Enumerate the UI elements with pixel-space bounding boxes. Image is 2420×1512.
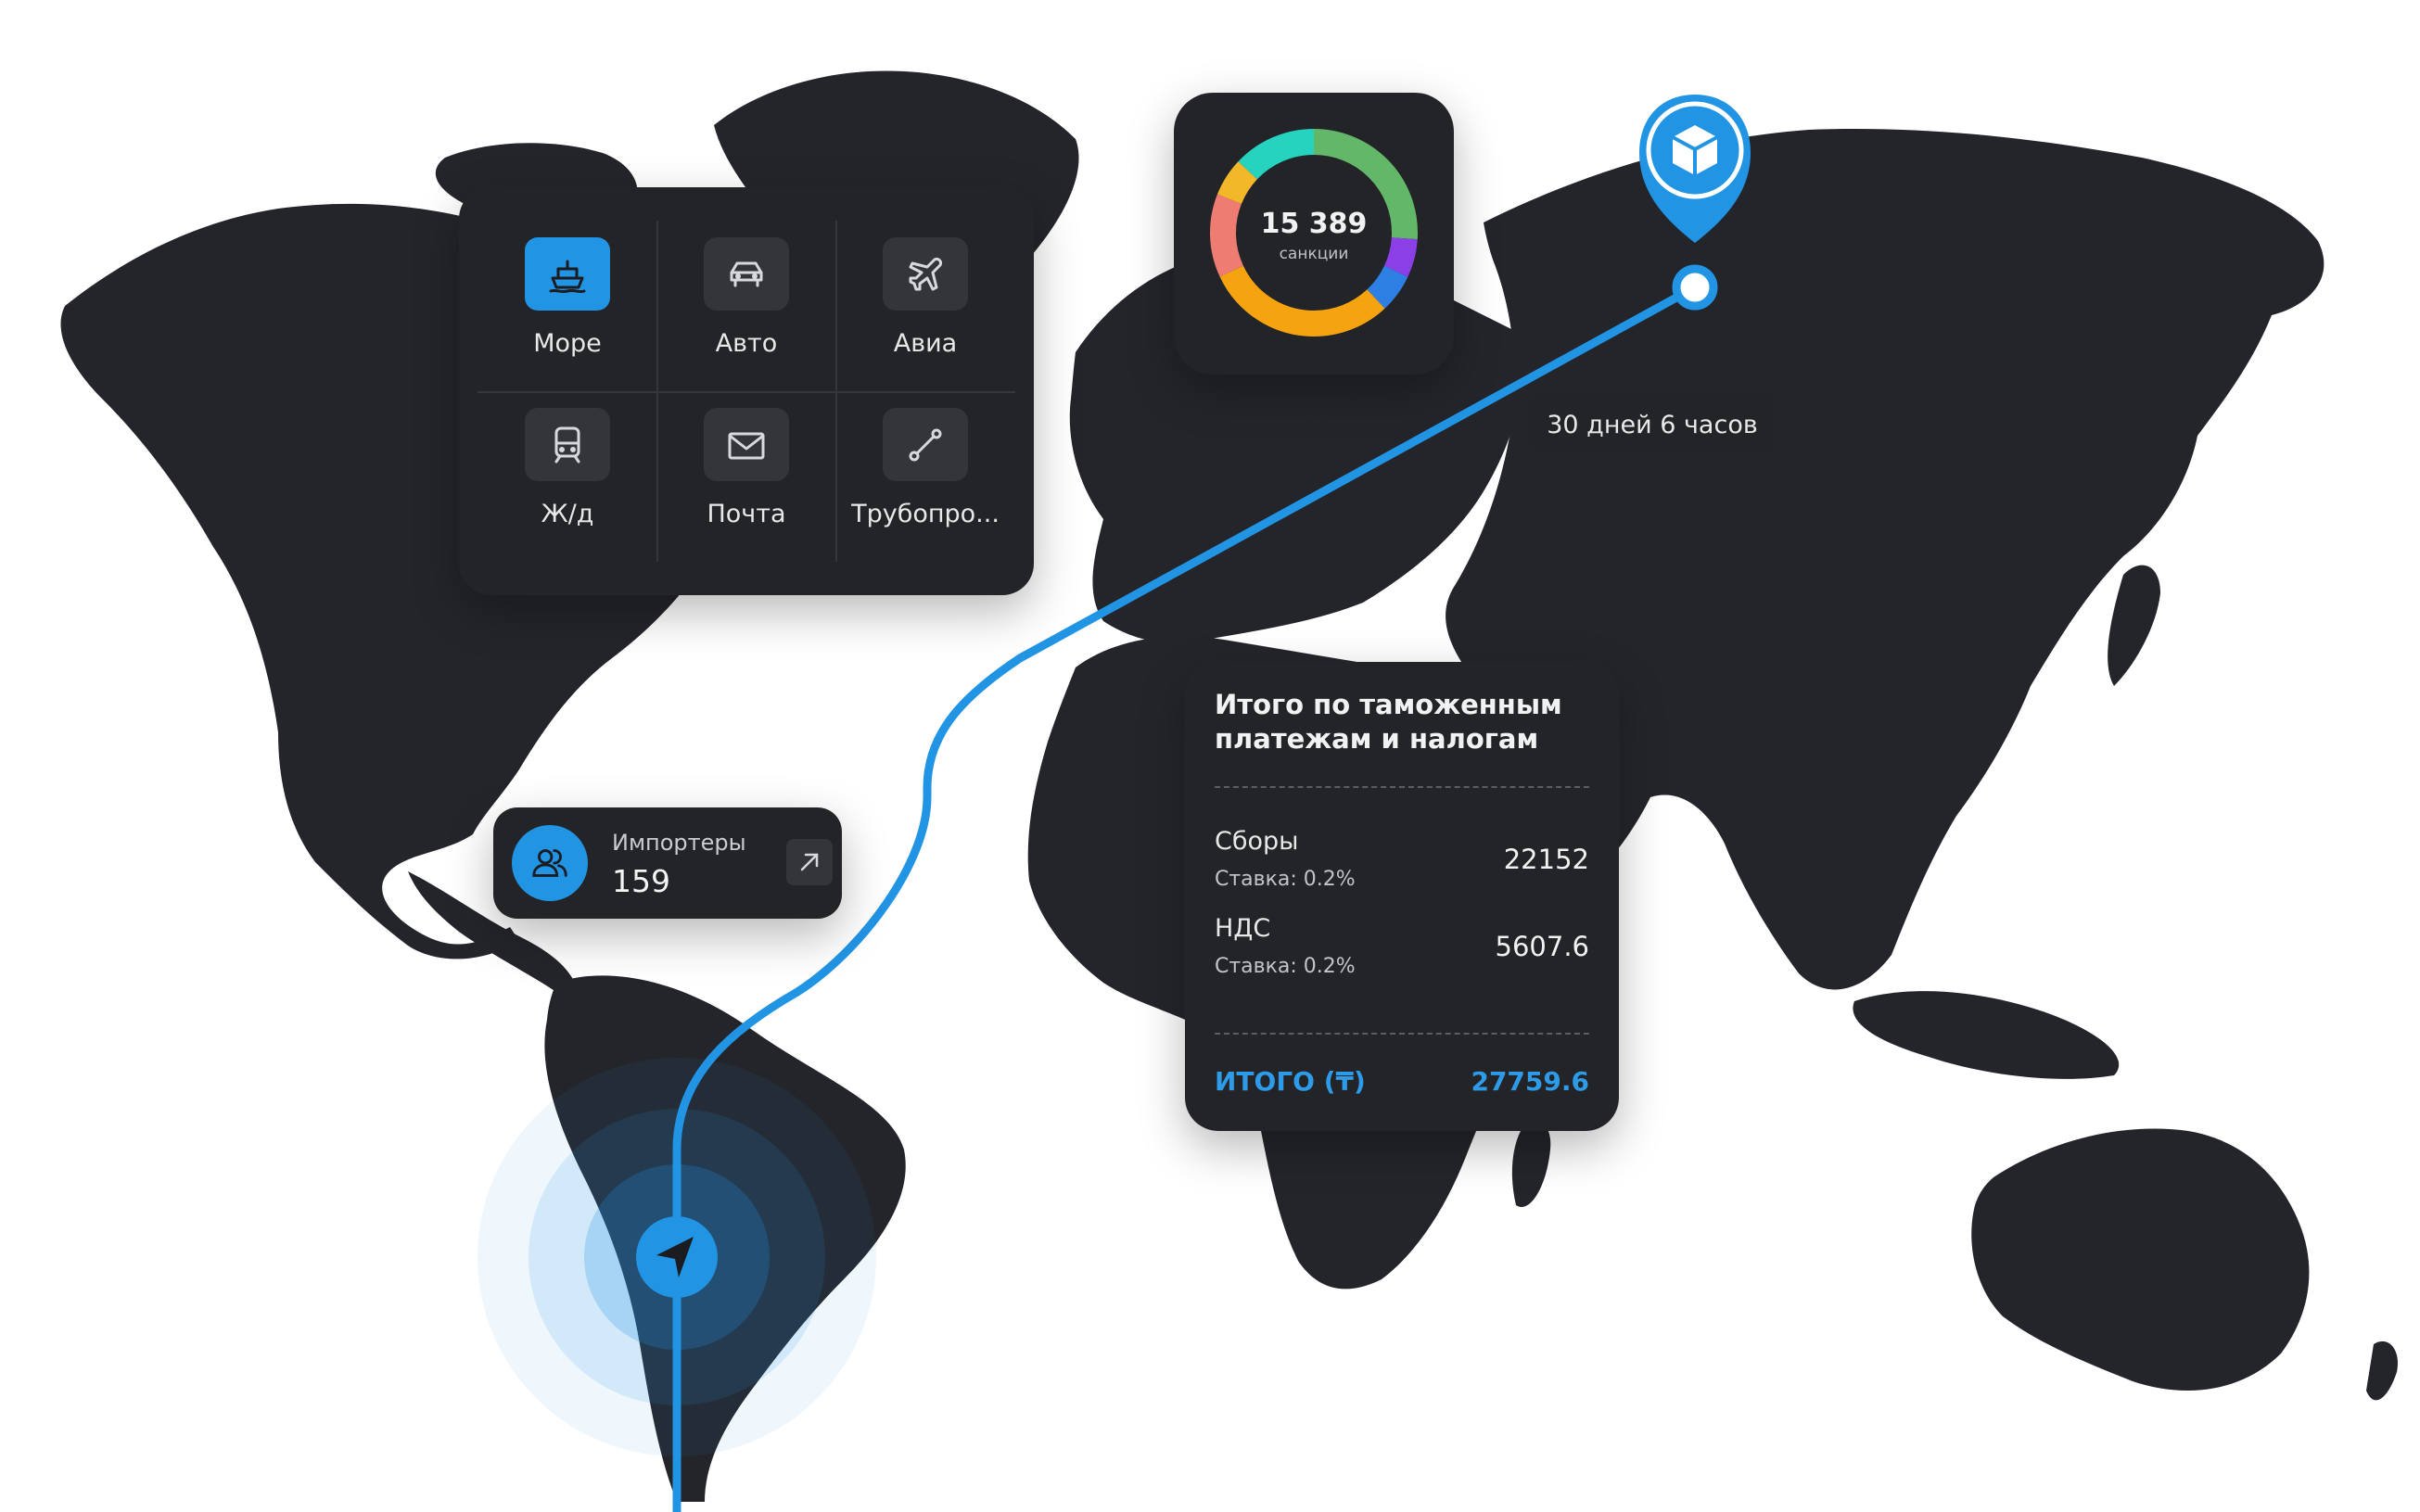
fees-rate: Ставка: 0.2% (1215, 868, 1356, 891)
total-value: 27759.6 (1471, 1066, 1589, 1097)
transport-label: Почта (707, 500, 786, 528)
transport-mode-panel: Море Авто Авиа Ж/д Почта (459, 187, 1034, 595)
donut-slice-4 (1210, 129, 1418, 337)
japan-landmass (2108, 565, 2160, 686)
importers-count: 159 (612, 863, 670, 899)
origin-pulse (478, 1058, 876, 1456)
britain-landmass (1113, 494, 1172, 570)
transport-label: Трубопро... (851, 500, 1000, 528)
importers-label: Импортеры (612, 830, 746, 856)
package-box-icon (1672, 125, 1718, 175)
summary-title: Итого по таможенным платежам и налогам (1215, 689, 1562, 755)
users-icon (532, 849, 567, 877)
train-icon (554, 426, 580, 463)
arrow-up-right-icon (800, 853, 819, 871)
plane-icon-tile (883, 237, 968, 311)
asia-landmass (1446, 129, 2324, 990)
ship-icon-tile (525, 237, 610, 311)
indonesia-islands (1853, 991, 2120, 1079)
pipeline-icon-tile (883, 408, 968, 481)
transport-option-auto[interactable]: Авто (656, 187, 836, 358)
customs-summary-card: Итого по таможенным платежам и налогам С… (1185, 662, 1619, 1131)
donut-slice-7 (1210, 129, 1418, 337)
australia-landmass (1971, 1128, 2310, 1391)
transport-option-sea[interactable]: Море (478, 187, 657, 358)
destination-marker[interactable] (1639, 95, 1751, 311)
transport-option-post[interactable]: Почта (656, 358, 836, 528)
transport-label: Авиа (893, 329, 958, 358)
origin-marker[interactable] (636, 1216, 718, 1298)
car-icon (730, 261, 763, 286)
sanctions-donut-chart (1210, 129, 1418, 337)
train-icon-tile (525, 408, 610, 481)
vat-value: 5607.6 (1495, 931, 1589, 962)
vat-label: НДС (1215, 914, 1271, 943)
south-america-landmass (544, 975, 906, 1502)
plane-icon (909, 257, 942, 290)
ship-icon (549, 260, 586, 293)
mail-icon-tile (704, 408, 789, 481)
importers-open-button[interactable] (786, 839, 833, 885)
vat-rate: Ставка: 0.2% (1215, 955, 1356, 978)
pipeline-icon (909, 428, 942, 461)
donut-slice-5 (1210, 129, 1418, 337)
transport-label: Авто (715, 329, 778, 358)
dashed-divider (1215, 786, 1589, 788)
grid-divider (478, 391, 1015, 393)
transport-option-rail[interactable]: Ж/д (478, 358, 657, 528)
new-zealand-landmass (2366, 1340, 2398, 1401)
importers-avatar (512, 825, 588, 901)
transport-option-pipeline[interactable]: Трубопро... (835, 358, 1015, 528)
transport-label: Море (533, 329, 602, 358)
car-icon-tile (704, 237, 789, 311)
central-america-landmass (408, 871, 575, 992)
fees-value: 22152 (1503, 844, 1589, 875)
sanctions-donut-widget[interactable]: 15 389 санкции (1174, 93, 1454, 375)
shipping-route (672, 283, 1700, 1512)
madagascar-landmass (1511, 1121, 1551, 1207)
importers-card[interactable]: Импортеры 159 (493, 807, 842, 919)
donut-total-value: 15 389 (1260, 208, 1368, 240)
transit-duration-tag: 30 дней 6 часов (1530, 392, 1775, 457)
donut-caption: санкции (1279, 245, 1349, 263)
transport-label: Ж/д (541, 500, 594, 528)
total-label: ИТОГО (₸) (1215, 1066, 1366, 1097)
mail-icon (728, 432, 765, 459)
dashed-divider (1215, 1033, 1589, 1035)
transport-option-air[interactable]: Авиа (835, 187, 1015, 358)
navigation-arrow-icon (656, 1237, 694, 1277)
fees-label: Сборы (1215, 827, 1299, 856)
